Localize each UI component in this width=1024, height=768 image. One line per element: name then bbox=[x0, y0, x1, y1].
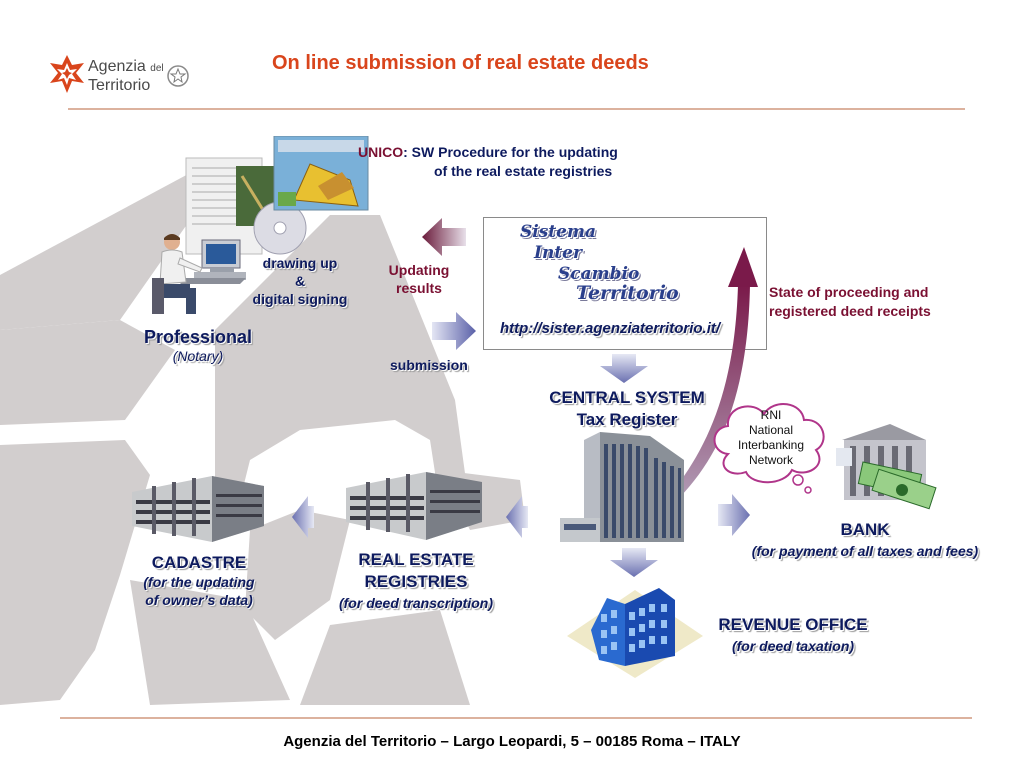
logo-text: Agenzia del Territorio bbox=[88, 58, 164, 94]
rni-cloud-icon bbox=[713, 402, 825, 494]
revenue-office-image bbox=[567, 588, 703, 678]
real-estate-registries-label: REAL ESTATE REGISTRIES (for deed transcr… bbox=[338, 550, 493, 611]
central-system-building-image bbox=[560, 432, 684, 542]
agenzia-logo-icon bbox=[50, 55, 84, 93]
registries-arrow-icon bbox=[506, 496, 528, 538]
professional-at-computer-image bbox=[152, 234, 246, 314]
rni-label: RNI National Interbanking Network bbox=[737, 408, 805, 467]
cadastre-arrow-icon bbox=[292, 496, 314, 538]
unico-line1: : SW Procedure for the updating bbox=[403, 144, 618, 160]
updating-results-label: Updating results bbox=[388, 262, 450, 296]
bank-arrow-icon bbox=[718, 494, 750, 536]
cadastre-label: CADASTRE (for the updating of owner’s da… bbox=[143, 553, 255, 608]
sister-panel bbox=[483, 217, 767, 350]
submission-label: submission bbox=[390, 357, 468, 373]
republic-emblem-icon bbox=[167, 65, 189, 87]
state-receipts-label: State of proceeding and registered deed … bbox=[769, 284, 931, 319]
unico-name: UNICO bbox=[358, 144, 404, 160]
page-title: On line submission of real estate deeds bbox=[272, 52, 649, 74]
bank-label: BANK (for payment of all taxes and fees) bbox=[751, 520, 979, 559]
updating-arrow-icon bbox=[422, 218, 466, 256]
bank-with-money-image bbox=[836, 424, 937, 510]
unico-line2: of the real estate registries bbox=[434, 163, 613, 179]
down-arrow-icon bbox=[600, 354, 648, 383]
real-estate-registries-building-image bbox=[346, 472, 482, 540]
drawing-signing-label: drawing up & digital signing bbox=[252, 255, 348, 307]
receipts-curved-arrow-icon bbox=[670, 247, 758, 497]
unico-description: UNICO: SW Procedure for the updating of … bbox=[358, 143, 618, 181]
footer-address: Agenzia del Territorio – Largo Leopardi,… bbox=[283, 733, 741, 750]
central-system-label: CENTRAL SYSTEM Tax Register bbox=[549, 388, 705, 429]
submission-arrow-icon bbox=[432, 312, 476, 350]
professional-label: Professional (Notary) bbox=[143, 327, 253, 364]
documents-collage-image bbox=[185, 136, 369, 255]
cadastre-building-image bbox=[132, 476, 264, 542]
revenue-arrow-icon bbox=[610, 548, 658, 577]
revenue-office-label: REVENUE OFFICE (for deed taxation) bbox=[718, 615, 868, 654]
sister-url-link[interactable]: http://sister.agenziaterritorio.it/ bbox=[500, 320, 721, 337]
